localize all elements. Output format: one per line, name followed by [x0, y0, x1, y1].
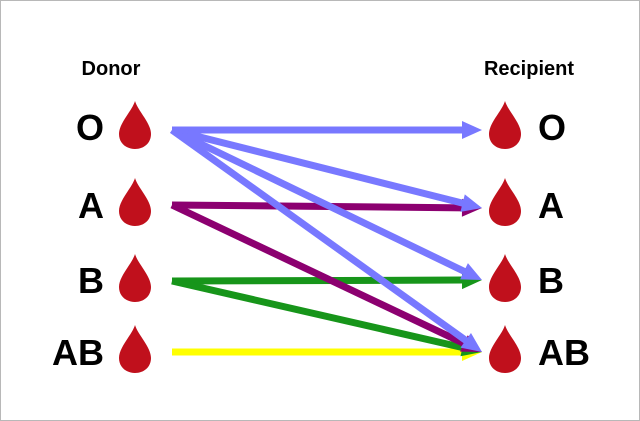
recipient-label-b: B	[538, 260, 564, 301]
arrow-shaft	[169, 127, 470, 345]
arrow-head	[460, 194, 482, 212]
recipient-blood-drop-icon-ab	[489, 325, 521, 373]
donor-blood-drop-icon-ab	[119, 325, 151, 373]
arrow-head	[460, 333, 482, 352]
donor-label-a: A	[78, 185, 104, 226]
recipient-blood-drop-icon-a	[489, 178, 521, 226]
recipient-label-o: O	[538, 107, 566, 148]
arrow-shaft	[170, 201, 468, 348]
donor-header: Donor	[82, 58, 141, 80]
arrow-o-to-o	[172, 121, 482, 139]
donor-blood-drop-icon-b	[119, 254, 151, 302]
donor-blood-drop-icon-a	[119, 178, 151, 226]
arrow-o-to-a	[171, 126, 482, 212]
arrow-head	[460, 263, 482, 280]
arrow-head	[462, 121, 482, 139]
arrow-o-to-ab	[169, 127, 482, 352]
arrow-shaft	[171, 277, 466, 352]
recipient-label-ab: AB	[538, 332, 590, 373]
recipient-label-a: A	[538, 185, 564, 226]
arrow-shaft	[171, 126, 466, 208]
donor-label-o: O	[76, 107, 104, 148]
arrow-ab-to-ab	[172, 343, 482, 361]
arrow-shaft	[171, 201, 465, 212]
arrow-shaft	[171, 276, 465, 285]
donor-label-b: B	[78, 260, 104, 301]
compatibility-arrows	[169, 121, 482, 361]
donor-blood-drop-icon-o	[119, 101, 151, 149]
recipient-header: Recipient	[484, 58, 574, 80]
donor-label-ab: AB	[52, 332, 104, 373]
arrow-o-to-b	[170, 126, 482, 280]
recipient-blood-drop-icon-b	[489, 254, 521, 302]
arrow-shaft	[170, 126, 468, 276]
recipient-blood-drop-icon-o	[489, 101, 521, 149]
